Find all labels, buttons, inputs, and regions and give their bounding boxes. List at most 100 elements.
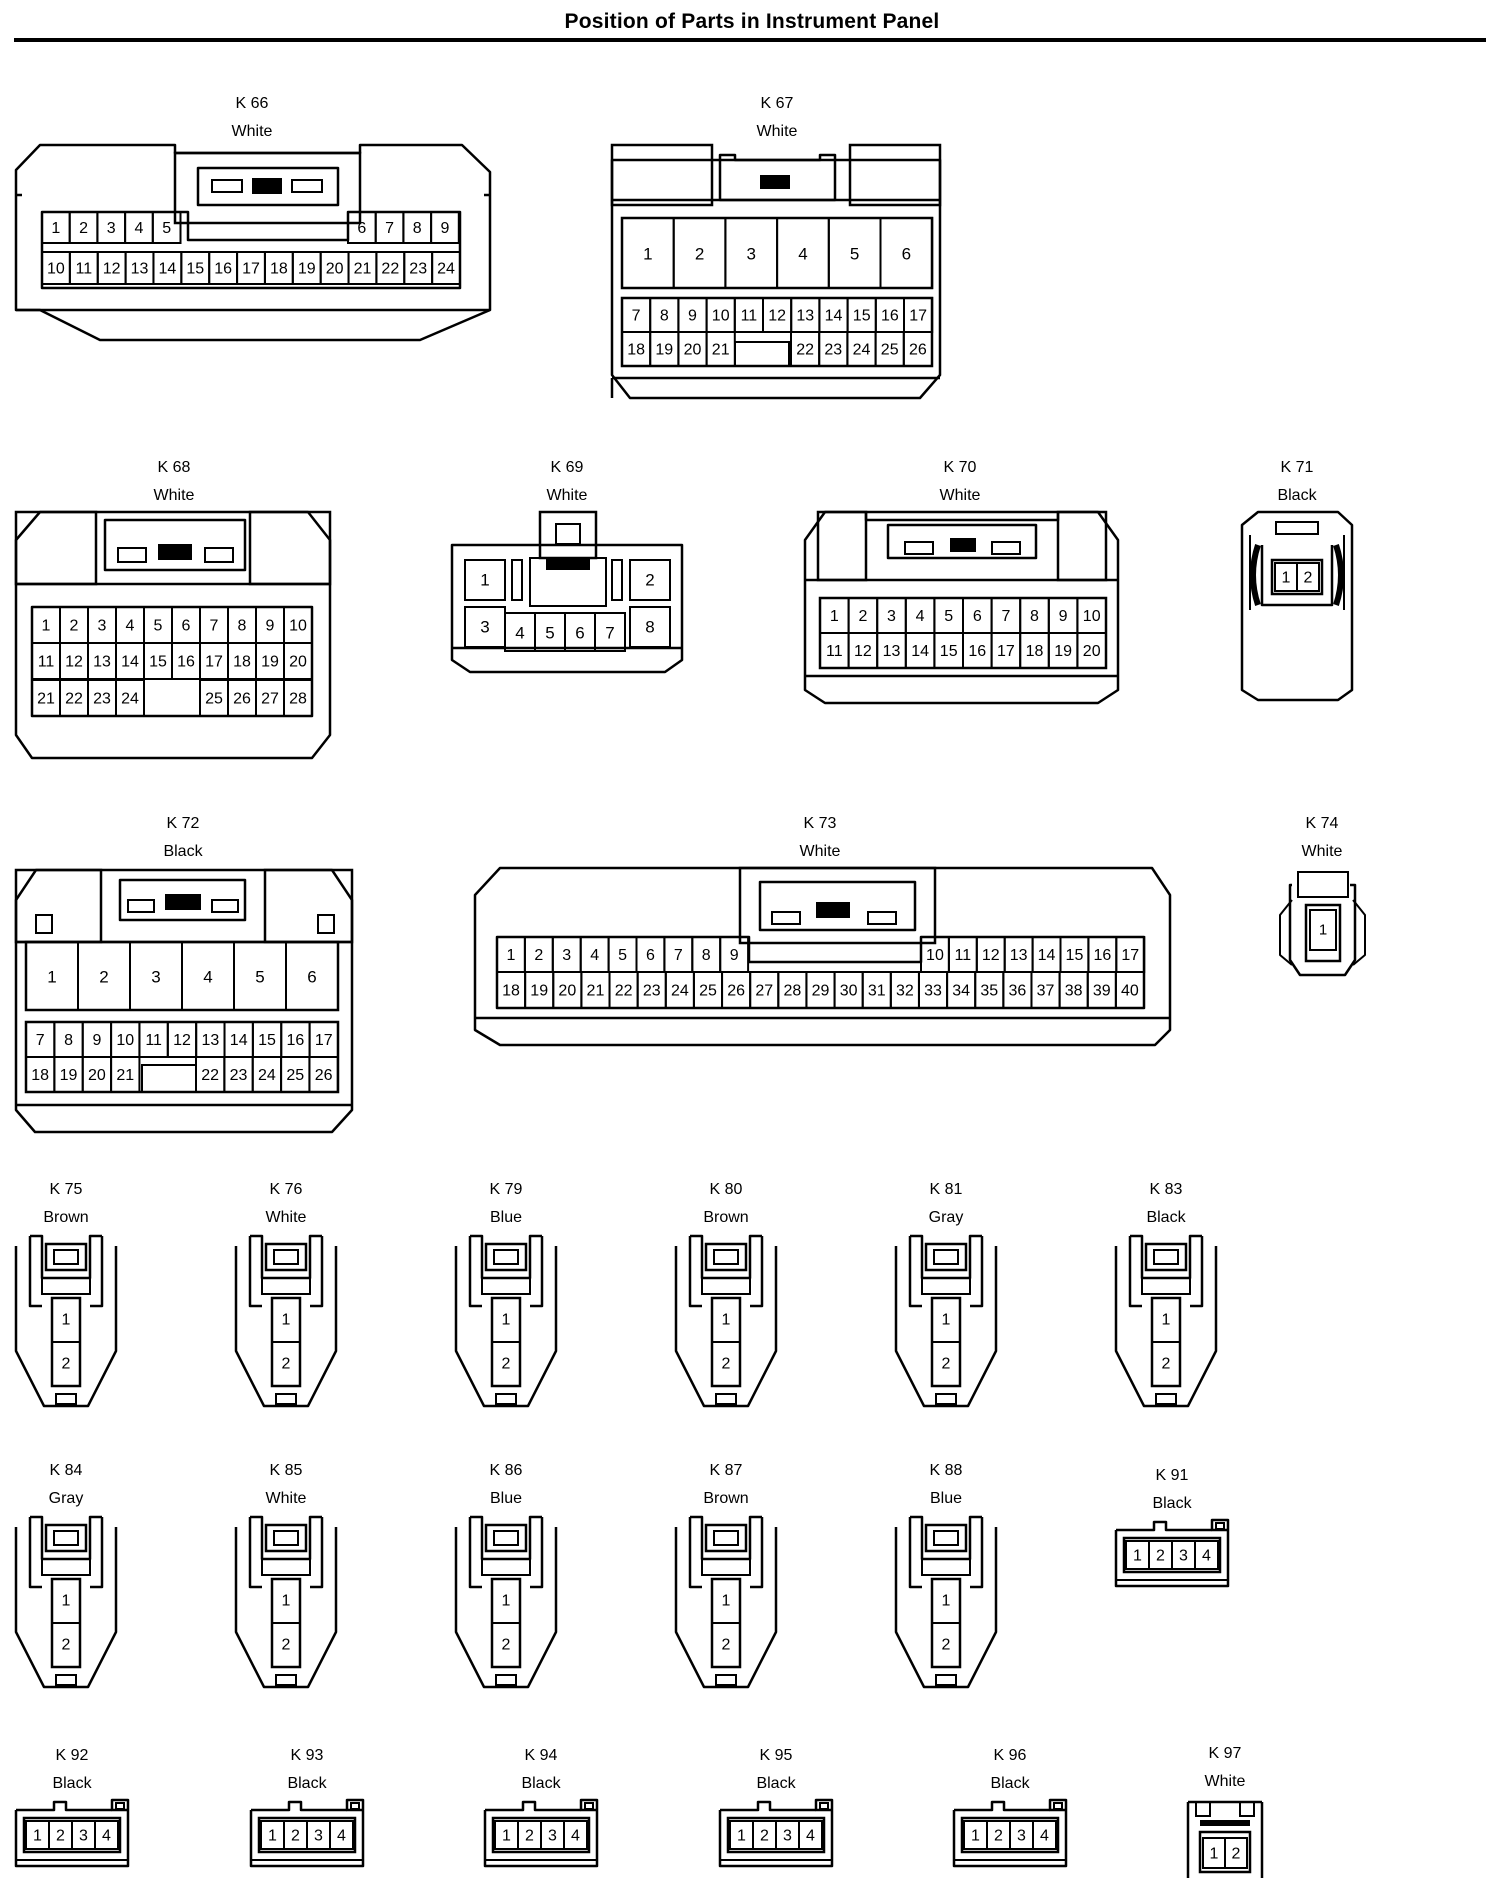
pin-number: 10: [47, 261, 65, 278]
connector-color: White: [800, 843, 841, 860]
outline-path: [864, 512, 1060, 522]
outline-rect: [41, 1277, 91, 1295]
pin-number: 1: [33, 1828, 42, 1845]
pin-number: 2: [62, 1637, 71, 1654]
outline-path: [908, 1517, 922, 1589]
pin-number: 5: [154, 618, 163, 635]
pin-number: 2: [79, 220, 88, 237]
outline-rect: [275, 1393, 297, 1405]
connector-id: K 75: [50, 1181, 83, 1198]
pin-number: 21: [354, 261, 372, 278]
outline-rect: [511, 559, 523, 601]
outline-path: [954, 1800, 1050, 1812]
outline-rect: [704, 1523, 748, 1553]
pin-cell: [151, 211, 182, 244]
fill-rect: [165, 894, 201, 910]
pin-number: 30: [840, 983, 858, 1000]
pin-number: 7: [36, 1032, 45, 1049]
pin-number: 4: [1040, 1828, 1049, 1845]
pin-number: 24: [437, 261, 455, 278]
pin-number: 2: [525, 1828, 534, 1845]
outline-path: [1116, 1520, 1212, 1532]
pin-number: 18: [627, 342, 645, 359]
outline-path: [1333, 544, 1344, 606]
connector-color: White: [266, 1209, 307, 1226]
connector-color: Black: [521, 1775, 561, 1792]
pin-number: 2: [1162, 1356, 1171, 1373]
pin-number: 11: [38, 654, 55, 671]
pin-number: 5: [162, 220, 171, 237]
pin-number: 28: [783, 983, 801, 1000]
outline-rect: [55, 1674, 77, 1686]
pin-number: 13: [796, 308, 814, 325]
outline-rect: [44, 1523, 88, 1553]
pin-number: 1: [282, 1593, 291, 1610]
outline-path: [14, 510, 332, 760]
pin-number: 1: [942, 1312, 951, 1329]
pin-cell: [1032, 1820, 1057, 1850]
pin-number: 1: [1319, 922, 1327, 939]
outline-rect: [261, 1558, 311, 1576]
outline-rect: [713, 1530, 739, 1546]
outline-rect: [1309, 909, 1337, 951]
outline-rect: [481, 1277, 531, 1295]
pin-number: 4: [571, 1828, 580, 1845]
outline-rect: [264, 1523, 308, 1553]
pin-number: 20: [558, 983, 576, 1000]
connector-id: K 76: [270, 1181, 303, 1198]
pin-number: 20: [1083, 643, 1101, 660]
pin-number: 19: [655, 342, 673, 359]
outline-path: [310, 1517, 324, 1589]
pin-number: 1: [62, 1312, 71, 1329]
connector-color: Black: [990, 1775, 1030, 1792]
pin-cell: [1114, 971, 1145, 1009]
pin-number: 20: [88, 1067, 106, 1084]
connector-id: K 71: [1281, 459, 1314, 476]
outline-path: [970, 1236, 984, 1308]
pin-number: 5: [850, 245, 859, 264]
pin-number: 9: [92, 1032, 101, 1049]
pin-number: 8: [1030, 608, 1039, 625]
connector-color: White: [154, 487, 195, 504]
pin-number: 12: [103, 261, 121, 278]
outline-path: [310, 1236, 324, 1308]
outline-path: [14, 1246, 118, 1408]
pin-number: 17: [909, 308, 927, 325]
pin-number: 1: [643, 245, 652, 264]
outline-rect: [715, 1674, 737, 1686]
pin-number: 3: [480, 618, 489, 637]
outline-rect: [1053, 1802, 1063, 1810]
fill-rect: [546, 558, 590, 570]
outline-rect: [117, 547, 147, 563]
outline-rect: [484, 1523, 528, 1553]
pin-number: 16: [968, 643, 986, 660]
pin-number: 15: [940, 643, 958, 660]
pin-number: 19: [261, 654, 279, 671]
pin-number: 2: [722, 1637, 731, 1654]
connector-color: Gray: [49, 1490, 84, 1507]
pin-number: 2: [62, 1356, 71, 1373]
outline-rect: [1195, 1801, 1211, 1817]
outline-rect: [629, 559, 671, 601]
pin-number: 2: [534, 947, 543, 964]
outline-path: [14, 1527, 118, 1689]
outline-path: [28, 1517, 42, 1589]
outline-rect: [1239, 1801, 1255, 1817]
pin-number: 14: [825, 308, 843, 325]
pin-number: 9: [688, 308, 697, 325]
pin-number: 1: [268, 1828, 277, 1845]
connector-id: K 72: [167, 815, 200, 832]
pin-number: 1: [1162, 1312, 1171, 1329]
pin-number: 27: [755, 983, 773, 1000]
outline-path: [1240, 510, 1354, 702]
pin-number: 1: [971, 1828, 980, 1845]
outline-path: [468, 1236, 482, 1308]
pin-number: 6: [575, 624, 584, 643]
pin-number: 12: [65, 654, 83, 671]
